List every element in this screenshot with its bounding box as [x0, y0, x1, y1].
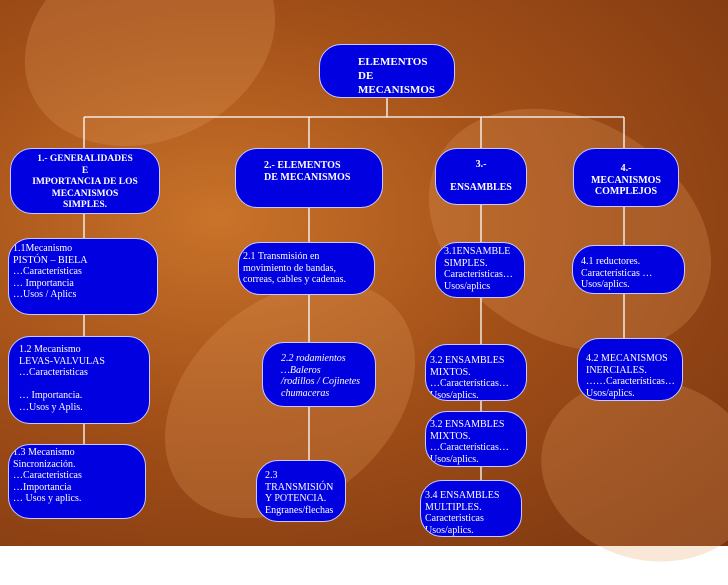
node-4-2-mecanismos-inerciales: 4.2 MECANISMOS INERCIALES. ……Característ… [577, 338, 683, 401]
node-3-3-ensambles-mixtos: 3.2 ENSAMBLES MIXTOS. …Características… … [425, 411, 527, 467]
root-node: ELEMENTOS DE MECANISMOS [319, 44, 455, 98]
node-1-3-sincronizacion: 1.3 Mecanismo Sincronización. …Caracteri… [8, 444, 146, 519]
node-2-2-rodamientos: 2.2 rodamientos …Baleros /rodillos / Coj… [262, 342, 376, 407]
category-node-elementos: 2.- ELEMENTOS DE MECANISMOS [235, 148, 383, 208]
node-3-2-ensambles-mixtos: 3.2 ENSAMBLES MIXTOS. …Características… … [425, 344, 527, 401]
node-3-4-ensambles-multiples: 3.4 ENSAMBLES MULTIPLES. Caracteristicas… [420, 480, 522, 537]
node-3-1-ensamble-simples: 3.1ENSAMBLE SIMPLES. Características… Us… [435, 242, 525, 298]
node-4-1-reductores: 4.1 reductores. Características … Usos/a… [572, 245, 685, 294]
connector-lines [0, 0, 728, 546]
node-1-1-piston-biela: 1.1Mecanismo PISTÓN – BIELA …Característ… [8, 238, 158, 315]
node-2-1-transmision: 2.1 Transmisión en movimiento de bandas,… [238, 242, 375, 295]
category-node-ensambles: 3.- ENSAMBLES [435, 148, 527, 205]
category-node-generalidades: 1.- GENERALIDADES E IMPORTANCIA DE LOS M… [10, 148, 160, 214]
node-2-3-transmision-potencia: 2.3 TRANSMISIÓN Y POTENCIA. Engranes/fle… [256, 460, 346, 522]
node-1-2-levas-valvulas: 1.2 Mecanismo LEVAS-VALVULAS …Caracteris… [8, 336, 150, 424]
category-node-complejos: 4.- MECANISMOS COMPLEJOS [573, 148, 679, 207]
